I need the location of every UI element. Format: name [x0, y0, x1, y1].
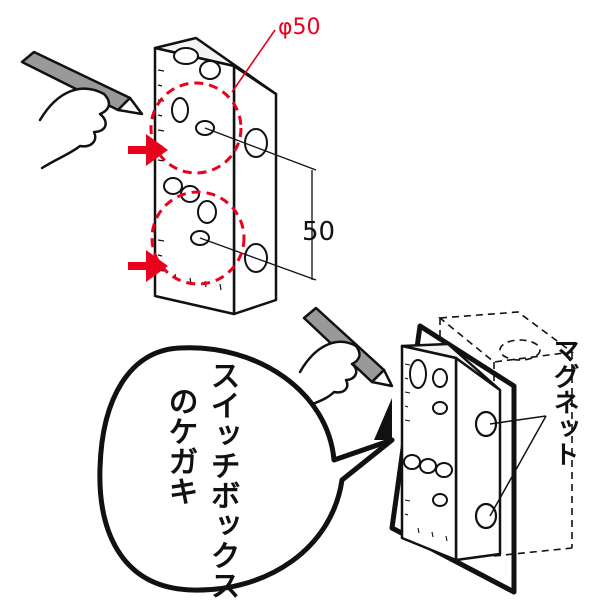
block2-side-face: [454, 356, 502, 562]
hand-pencil-top: [20, 50, 144, 170]
marking-circle-lower: [150, 190, 246, 286]
ruler-marks-bottom: [404, 363, 448, 542]
pencil-tip-bottom: [370, 368, 394, 388]
callout-text-line1: スイッチボックス: [205, 360, 240, 600]
arrow-lower: [128, 250, 168, 282]
pencil-tip-top: [116, 96, 144, 116]
magnet-lower: [474, 502, 498, 530]
callout-bubble: [97, 345, 395, 593]
dimension-lines: [199, 127, 317, 281]
magnet-label: マグネット: [549, 337, 579, 467]
hand-bottom: [298, 340, 361, 410]
holes-top-block: [163, 47, 268, 273]
diameter-label: φ50: [278, 15, 321, 40]
magnet-upper: [474, 410, 498, 438]
holes-bottom-block: [403, 359, 453, 507]
red-arrows: [128, 134, 168, 282]
hand-pencil-bottom: [298, 306, 394, 410]
magnets: [474, 410, 498, 530]
magnet-leaders: [489, 415, 547, 517]
arrow-upper: [128, 134, 168, 166]
block-side-face: [232, 64, 278, 316]
wall-wedge: [374, 398, 392, 440]
hand-top: [38, 87, 111, 170]
callout-text-line2: のケガキ: [163, 386, 198, 506]
marking-circles: [149, 81, 246, 286]
dimension-50-label: 50: [302, 217, 335, 247]
marking-circle-upper: [149, 81, 243, 175]
magnet-text: マグネット: [549, 337, 579, 467]
diameter-leader-line: [231, 29, 276, 93]
